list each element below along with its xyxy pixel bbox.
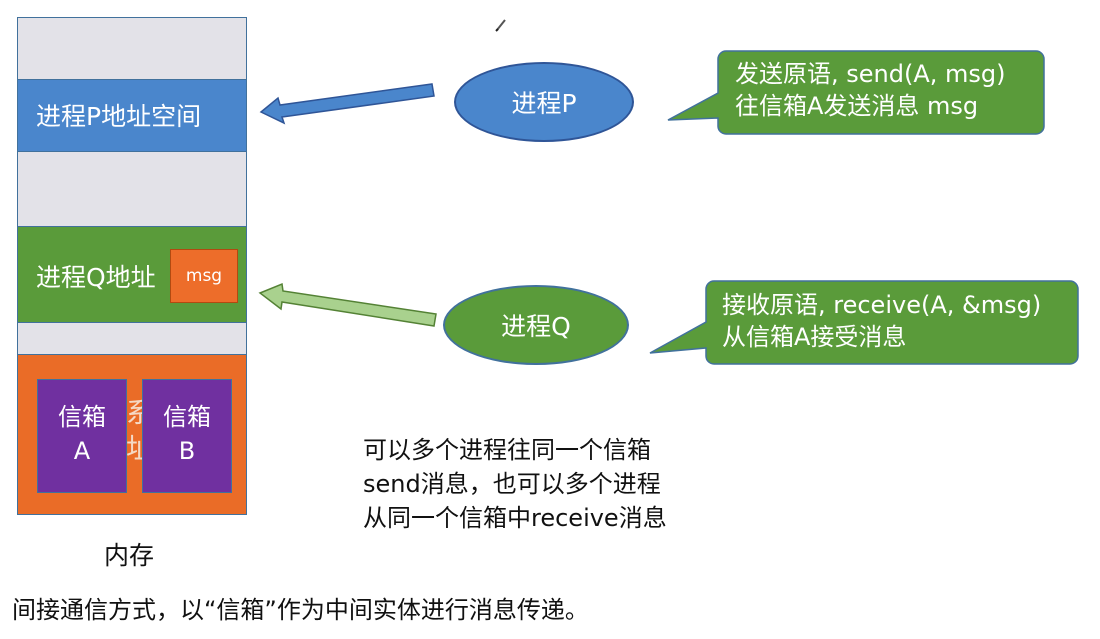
footer-description: 间接通信方式，以“信箱”作为中间实体进行消息传递。 [12,596,589,624]
receive-callout-shape [649,280,1079,365]
process-q-ellipse: 进程Q [443,285,629,365]
mailbox-a: 信箱 A [37,379,127,493]
mailbox-a-letter: A [73,437,91,465]
msg-label: msg [185,266,223,286]
send-callout-line2: 往信箱A发送消息 msg [735,92,979,120]
mailbox-a-label: 信箱 [58,403,106,431]
receive-callout-line2: 从信箱A接受消息 [722,323,907,351]
mailbox-b-label: 信箱 [163,403,211,431]
arrow-q-to-memory [258,282,437,327]
memory-free-segment-3 [17,322,247,355]
note-line3: 从同一个信箱中receive消息 [363,504,667,532]
process-q-address-label: 进程Q地址 [36,263,156,292]
arrow-p-to-memory [259,83,435,125]
note-line2: send消息，也可以多个进程 [363,470,661,498]
receive-callout-text: 接收原语, receive(A, &msg) 从信箱A接受消息 [722,289,1041,353]
send-callout-text: 发送原语, send(A, msg) 往信箱A发送消息 msg [735,58,1006,122]
msg-box: msg [170,249,238,303]
process-p-address-space: 进程P地址空间 [17,79,247,152]
mailbox-b-letter: B [178,437,196,465]
system-address-space: 系址 信箱 A 信箱 B [17,354,247,515]
mailbox-b: 信箱 B [142,379,232,493]
process-p-address-label: 进程P地址空间 [36,102,202,131]
send-callout-line1: 发送原语, send(A, msg) [735,60,1006,88]
process-q-address-space: 进程Q地址 msg [17,226,247,323]
process-p-label: 进程P [511,89,577,118]
pencil-cursor-icon [495,19,506,32]
receive-callout-line1: 接收原语, receive(A, &msg) [722,291,1042,319]
memory-free-segment-1 [17,17,247,80]
note-line1: 可以多个进程往同一个信箱 [363,436,651,464]
memory-free-segment-2 [17,151,247,227]
process-q-label: 进程Q [501,312,571,341]
send-callout-shape [667,50,1045,135]
process-p-ellipse: 进程P [454,62,634,142]
memory-caption: 内存 [104,541,155,570]
multi-process-note: 可以多个进程往同一个信箱 send消息，也可以多个进程 从同一个信箱中recei… [363,433,667,535]
memory-block: 进程P地址空间 进程Q地址 msg 系址 信箱 A 信箱 B [17,17,249,515]
